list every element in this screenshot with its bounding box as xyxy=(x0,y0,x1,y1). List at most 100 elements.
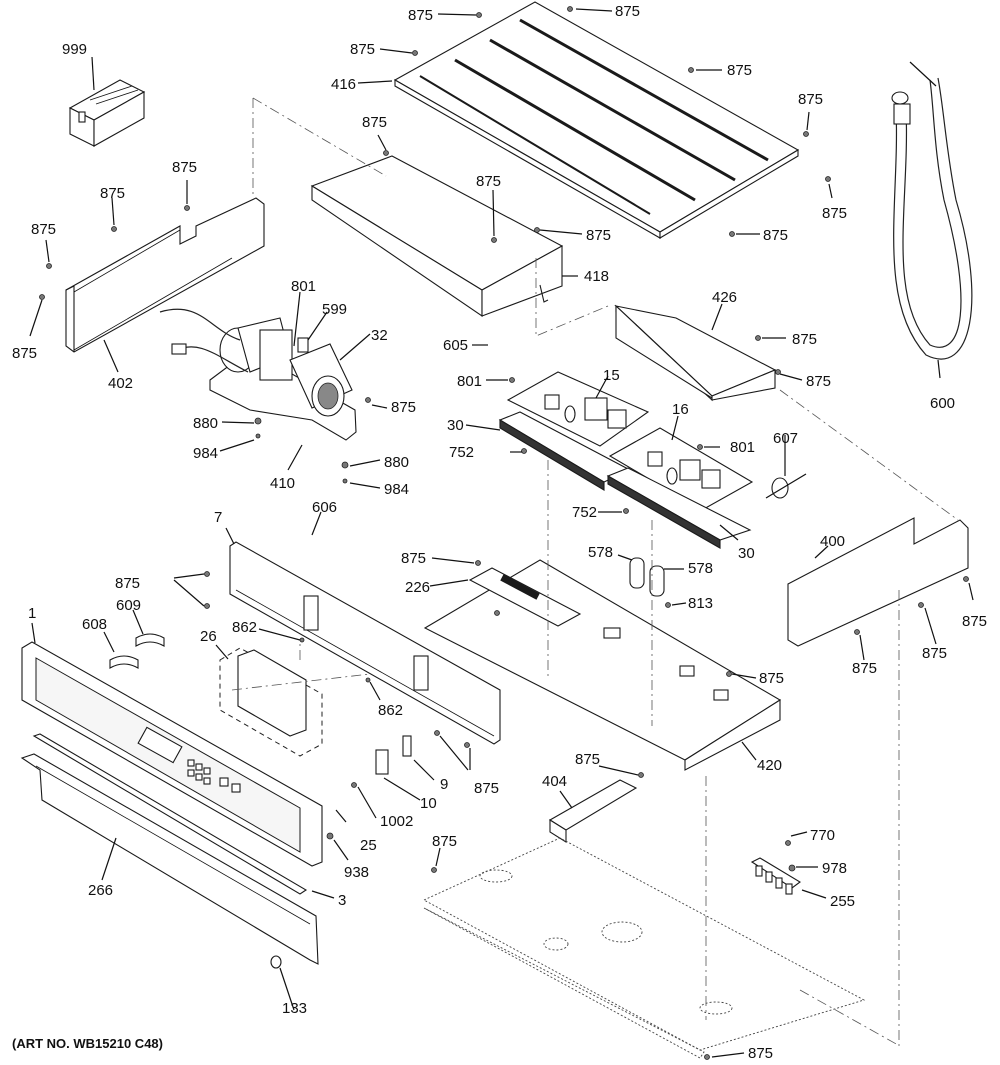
part-226-shield xyxy=(468,567,582,627)
part-600-conduit xyxy=(891,61,973,360)
callout-801: 801 xyxy=(291,278,316,295)
callout-978: 978 xyxy=(822,860,847,877)
part-416-top-cover xyxy=(393,1,800,239)
part-609-cable-clip xyxy=(135,633,165,647)
keypad-buttons xyxy=(187,759,241,793)
part-999-box xyxy=(68,79,146,147)
callout-609: 609 xyxy=(116,597,141,614)
part-15-main-control-board xyxy=(506,371,650,447)
callout-26: 26 xyxy=(200,628,217,645)
callout-875: 875 xyxy=(391,399,416,416)
callout-875: 875 xyxy=(798,91,823,108)
callout-875: 875 xyxy=(727,62,752,79)
part-410-blower-assembly xyxy=(159,308,357,441)
callout-999: 999 xyxy=(62,41,87,58)
callout-875: 875 xyxy=(474,780,499,797)
construction-lines xyxy=(231,97,959,1050)
callout-875: 875 xyxy=(763,227,788,244)
callout-984: 984 xyxy=(384,481,409,498)
part-7-panel-bracket xyxy=(229,541,501,745)
callout-25: 25 xyxy=(360,837,377,854)
callout-875: 875 xyxy=(115,575,140,592)
callout-875: 875 xyxy=(575,751,600,768)
callout-605: 605 xyxy=(443,337,468,354)
part-266-lower-trim xyxy=(20,753,319,965)
callout-875: 875 xyxy=(12,345,37,362)
callout-875: 875 xyxy=(586,227,611,244)
callout-875: 875 xyxy=(172,159,197,176)
callout-15: 15 xyxy=(603,367,620,384)
callout-875: 875 xyxy=(432,833,457,850)
callout-3: 3 xyxy=(338,892,346,909)
callout-420: 420 xyxy=(757,757,782,774)
part-420-control-tray xyxy=(423,559,782,771)
callout-875: 875 xyxy=(748,1045,773,1062)
part-607-sensor xyxy=(765,473,807,499)
callout-426: 426 xyxy=(712,289,737,306)
callout-418: 418 xyxy=(584,268,609,285)
callout-607: 607 xyxy=(773,430,798,447)
part-608-cable-clip xyxy=(109,655,139,669)
callout-1002: 1002 xyxy=(380,813,413,830)
part-3-trim-rail xyxy=(32,733,308,895)
callout-862: 862 xyxy=(232,619,257,636)
callout-801: 801 xyxy=(730,439,755,456)
callout-875: 875 xyxy=(350,41,375,58)
callout-30: 30 xyxy=(447,417,464,434)
callout-862: 862 xyxy=(378,702,403,719)
part-402-left-panel xyxy=(65,197,265,353)
callout-10: 10 xyxy=(420,795,437,812)
part-133-end-cap xyxy=(270,955,282,969)
callout-875: 875 xyxy=(100,185,125,202)
callout-578: 578 xyxy=(688,560,713,577)
callout-30: 30 xyxy=(738,545,755,562)
callout-875: 875 xyxy=(401,550,426,567)
callout-402: 402 xyxy=(108,375,133,392)
callout-875: 875 xyxy=(615,3,640,20)
callout-875: 875 xyxy=(962,613,987,630)
callout-1: 1 xyxy=(28,605,36,622)
callout-875: 875 xyxy=(362,114,387,131)
callout-801: 801 xyxy=(457,373,482,390)
part-10-switch xyxy=(375,749,389,775)
callout-606: 606 xyxy=(312,499,337,516)
callout-404: 404 xyxy=(542,773,567,790)
callout-226: 226 xyxy=(405,579,430,596)
callout-875: 875 xyxy=(476,173,501,190)
part-30-board-tray-lower xyxy=(606,467,752,549)
leader-lines xyxy=(29,8,974,1058)
callout-578: 578 xyxy=(588,544,613,561)
callout-875: 875 xyxy=(31,221,56,238)
callout-752: 752 xyxy=(449,444,474,461)
part-404-bracket xyxy=(548,779,638,843)
screws xyxy=(39,6,969,1060)
callout-416: 416 xyxy=(331,76,356,93)
callout-813: 813 xyxy=(688,595,713,612)
part-1-control-panel xyxy=(21,641,323,867)
callout-7: 7 xyxy=(214,509,222,526)
part-255-terminal-block xyxy=(750,857,801,895)
callout-133: 133 xyxy=(282,1000,307,1017)
callout-608: 608 xyxy=(82,616,107,633)
art-number: (ART NO. WB15210 C48) xyxy=(12,1036,163,1051)
callout-9: 9 xyxy=(440,776,448,793)
callout-875: 875 xyxy=(922,645,947,662)
callout-266: 266 xyxy=(88,882,113,899)
callout-770: 770 xyxy=(810,827,835,844)
part-9-switch xyxy=(402,735,412,757)
callout-32: 32 xyxy=(371,327,388,344)
callout-600: 600 xyxy=(930,395,955,412)
callout-875: 875 xyxy=(822,205,847,222)
part-578-capacitors xyxy=(629,557,665,597)
callout-880: 880 xyxy=(384,454,409,471)
callout-labels: 875 875 875 416 875 875 875 999 875 875 … xyxy=(12,3,987,1062)
callout-984: 984 xyxy=(193,445,218,462)
callout-400: 400 xyxy=(820,533,845,550)
callout-875: 875 xyxy=(759,670,784,687)
callout-752: 752 xyxy=(572,504,597,521)
callout-410: 410 xyxy=(270,475,295,492)
part-426-control-cover xyxy=(614,304,777,402)
callout-875: 875 xyxy=(408,7,433,24)
bottom-plate xyxy=(422,837,866,1059)
